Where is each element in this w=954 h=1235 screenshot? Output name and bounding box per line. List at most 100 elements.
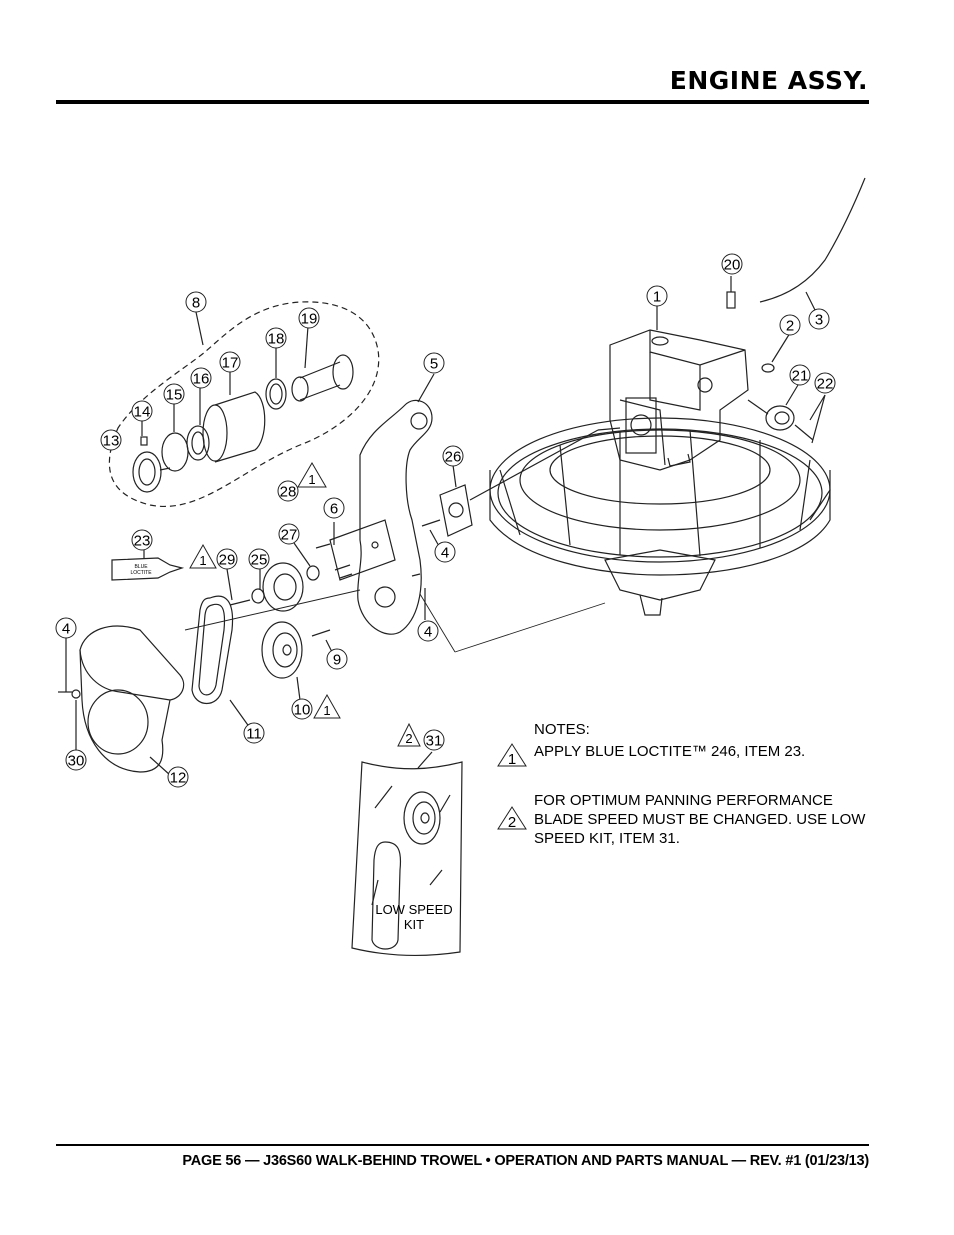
item-6-adapter — [329, 519, 396, 581]
callout-26-circle — [442, 445, 464, 467]
callout-2-label: 2 — [786, 318, 794, 335]
callout-20-label: 20 — [724, 257, 741, 274]
callout-29-label: 29 — [219, 552, 236, 569]
item-22-bolt — [794, 424, 814, 441]
callout-17-label: 17 — [222, 355, 239, 372]
callout-17-circle — [219, 351, 241, 373]
trowel-guard-ring — [489, 417, 831, 576]
callout-22-label: 22 — [817, 376, 834, 393]
callout-25-label: 25 — [251, 552, 268, 569]
callout-23-label: 23 — [134, 533, 151, 550]
callout-4-label: 4 — [424, 624, 432, 641]
note-2-marker: 2 — [508, 814, 516, 831]
item-16-ring — [186, 425, 210, 461]
callout-8-circle — [185, 291, 207, 313]
callout-2-circle — [779, 314, 801, 336]
callout-13-label: 13 — [103, 433, 120, 450]
callout-21-circle — [789, 364, 811, 386]
callout-29-circle — [216, 548, 238, 570]
tube-label-line1: BLUE — [134, 564, 148, 570]
item-18-ring — [265, 378, 287, 410]
item-13-collar — [132, 451, 162, 493]
callout-9-label: 9 — [333, 652, 341, 669]
callout-10-label: 10 — [294, 702, 311, 719]
callout-3-circle — [808, 308, 830, 330]
triangle-marker-label: 2 — [405, 731, 412, 746]
item-30-washer — [71, 689, 81, 699]
item-12-belt-guard — [79, 625, 185, 701]
callout-30-label: 30 — [68, 753, 85, 770]
page-title: ENGINE ASSY. — [669, 66, 868, 95]
callout-13-circle — [100, 429, 122, 451]
callout-8-label: 8 — [192, 295, 200, 312]
triangle-marker-label: 1 — [323, 703, 330, 718]
note-1-marker: 1 — [508, 751, 516, 768]
notes-heading: NOTES: — [534, 721, 590, 738]
callout-30-circle — [65, 749, 87, 771]
callout-22-circle — [814, 372, 836, 394]
item-5-mount-plate — [357, 399, 433, 635]
callout-11-label: 11 — [246, 726, 262, 743]
item-3-cable — [759, 177, 866, 303]
callout-28-circle — [277, 480, 299, 502]
callout-6-circle — [323, 497, 345, 519]
kit-label-line1: LOW SPEED — [375, 902, 452, 917]
callout-3-label: 3 — [815, 312, 823, 329]
item-31-kit-panel — [351, 761, 463, 957]
footer-rule — [56, 1144, 869, 1146]
item-29-bolt — [229, 599, 251, 606]
callout-28-label: 28 — [280, 484, 297, 501]
callout-16-circle — [190, 367, 212, 389]
callout-15-label: 15 — [166, 387, 183, 404]
item-14-set-screw — [140, 436, 148, 446]
callout-19-label: 19 — [301, 311, 318, 328]
callout-12-label: 12 — [170, 770, 187, 787]
callout-10-circle — [291, 698, 313, 720]
item-9-key — [311, 629, 331, 637]
triangle-marker-icon: 1 — [497, 743, 527, 768]
callout-27-label: 27 — [281, 527, 298, 544]
callout-26-label: 26 — [445, 449, 462, 466]
item-10-pulley — [261, 621, 303, 679]
item-1-engine — [597, 329, 749, 471]
tube-label-line2: LOCTITE — [130, 570, 152, 576]
triangle-marker-label: 1 — [199, 553, 206, 568]
callout-21-label: 21 — [792, 368, 809, 385]
item-2-plug — [761, 363, 775, 373]
callout-6-label: 6 — [330, 501, 338, 518]
callout-19-circle — [298, 307, 320, 329]
gearbox — [604, 549, 716, 601]
callout-1-circle — [646, 285, 668, 307]
callout-15-circle — [163, 383, 185, 405]
header-rule — [56, 100, 869, 104]
item-26-gasket — [439, 484, 473, 537]
triangle-marker — [189, 462, 421, 747]
item-25-clutch — [262, 562, 304, 612]
note-1-text: APPLY BLUE LOCTITE™ 246, ITEM 23. — [534, 743, 806, 760]
callout-18-circle — [265, 327, 287, 349]
callout-4-circle — [417, 620, 439, 642]
triangle-marker-icon: 2 — [497, 806, 527, 831]
callout-20-circle — [721, 253, 743, 275]
note-2-text: FOR OPTIMUM PANNING PERFORMANCE BLADE SP… — [534, 792, 866, 847]
callout-25-circle — [248, 548, 270, 570]
callout-14-label: 14 — [134, 404, 151, 421]
callout-16-label: 16 — [193, 371, 210, 388]
callout-4-label: 4 — [62, 621, 70, 638]
callout-1-label: 1 — [653, 289, 661, 306]
callout-27-circle — [278, 523, 300, 545]
callout-31-label: 31 — [426, 733, 443, 750]
callout-18-label: 18 — [268, 331, 285, 348]
callout-12-circle — [167, 766, 189, 788]
item-15-ring — [161, 432, 189, 472]
item-21-cover — [765, 405, 795, 431]
item-20-fitting — [726, 291, 736, 309]
callout-4-label: 4 — [441, 545, 449, 562]
callout-5-circle — [423, 352, 445, 374]
callout-5-label: 5 — [430, 356, 438, 373]
item-23-tube — [111, 557, 185, 581]
callout-14-circle — [131, 400, 153, 422]
item-17-drum — [214, 391, 266, 463]
page-footer: PAGE 56 — J36S60 WALK-BEHIND TROWEL • OP… — [182, 1153, 869, 1169]
